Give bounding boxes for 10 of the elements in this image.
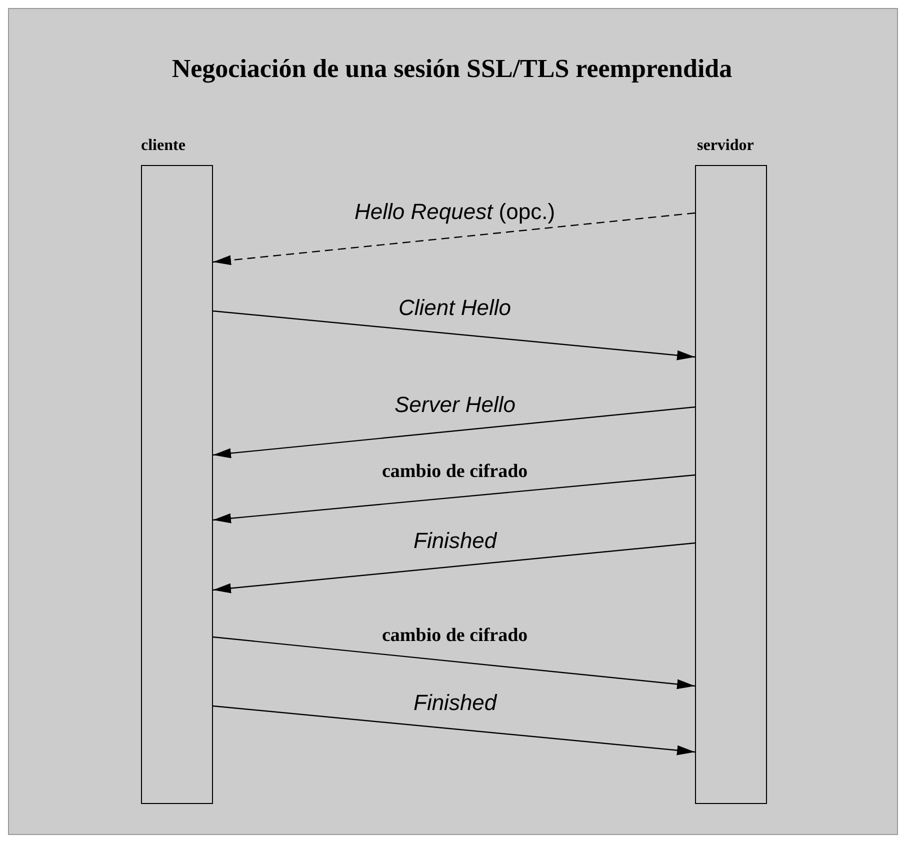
lifeline-header: servidor: [697, 137, 754, 155]
arrow: [212, 310, 696, 360]
arrow: [212, 212, 696, 266]
arrow: [212, 705, 696, 756]
arrow: [212, 542, 696, 594]
arrow: [212, 636, 696, 690]
diagram-title: Negociación de una sesión SSL/TLS reemprendida: [170, 54, 734, 84]
lifeline-header: cliente: [141, 137, 186, 155]
arrow: [212, 474, 696, 524]
arrow: [212, 406, 696, 458]
